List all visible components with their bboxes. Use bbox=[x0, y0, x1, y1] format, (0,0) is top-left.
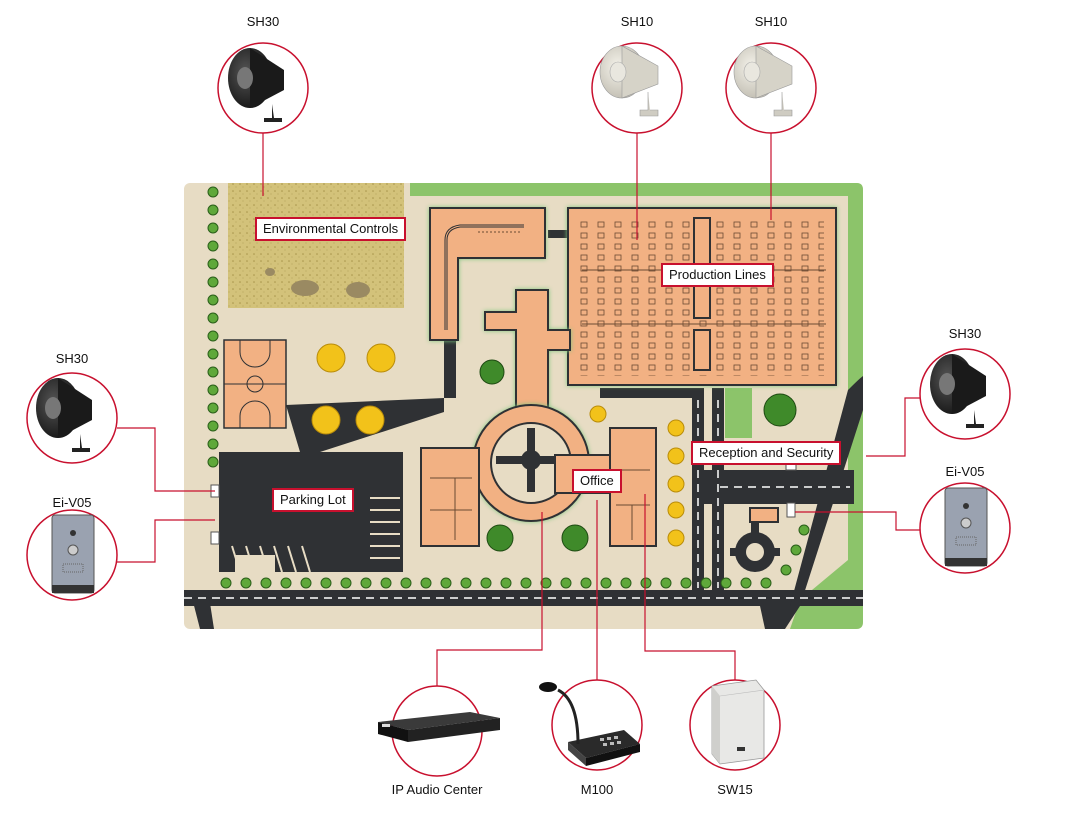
horn-speaker-icon-sh30-right bbox=[930, 354, 986, 428]
area-label-parking-lot: Parking Lot bbox=[272, 488, 354, 512]
rack-unit-icon-ip-audio-center bbox=[378, 712, 500, 742]
basketball-court bbox=[223, 339, 287, 429]
office-wing-left bbox=[420, 447, 480, 547]
area-label-environmental-controls: Environmental Controls bbox=[255, 217, 407, 241]
parking-lot-area bbox=[219, 452, 403, 572]
device-label-eiv05-right: Ei-V05 bbox=[945, 464, 985, 479]
device-label-m100: M100 bbox=[580, 782, 614, 797]
trees bbox=[207, 186, 810, 589]
device-label-ip-audio-center: IP Audio Center bbox=[391, 782, 483, 797]
area-label-office: Office bbox=[572, 469, 622, 493]
device-label-sw15: SW15 bbox=[717, 782, 753, 797]
parking-stripes bbox=[231, 497, 400, 573]
paging-microphone-icon-m100 bbox=[539, 682, 640, 766]
device-label-eiv05-left: Ei-V05 bbox=[52, 495, 92, 510]
grass-area-rightlow bbox=[725, 388, 752, 438]
horn-speaker-icon-sh30-top bbox=[228, 48, 284, 122]
intercom-icon-eiv05-right bbox=[944, 487, 988, 567]
device-label-sh10-b: SH10 bbox=[754, 14, 788, 29]
intercom-icon-eiv05-left bbox=[51, 514, 95, 594]
device-label-sh30-left: SH30 bbox=[55, 351, 89, 366]
device-label-sh30-right: SH30 bbox=[948, 326, 982, 341]
wall-speaker-icon-sw15 bbox=[711, 679, 765, 765]
device-label-sh10-a: SH10 bbox=[620, 14, 654, 29]
horn-speaker-icon-sh30-left bbox=[36, 378, 92, 452]
reception-building bbox=[749, 507, 779, 523]
horn-speaker-icon-sh10-a bbox=[599, 45, 659, 117]
environmental-controls-building bbox=[429, 207, 546, 341]
area-label-production-lines: Production Lines bbox=[661, 263, 774, 287]
area-label-reception-security: Reception and Security bbox=[691, 441, 842, 465]
horn-speaker-icon-sh10-b bbox=[733, 45, 793, 117]
device-label-sh30-top: SH30 bbox=[246, 14, 280, 29]
